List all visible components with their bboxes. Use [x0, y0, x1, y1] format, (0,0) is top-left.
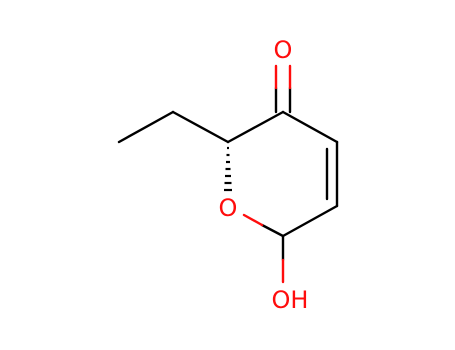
bond-c6-ring-o-red	[242, 213, 264, 227]
bond-c6-ring-o-black	[260, 223, 285, 238]
ring-oxygen-label: O	[219, 194, 238, 222]
bond-c5-c6	[281, 204, 339, 238]
stereo-hashed-wedge-c2-o1	[224, 146, 232, 192]
bond-ethyl-ch2-c2	[171, 110, 230, 144]
carbonyl-oxygen-label: O	[274, 36, 293, 64]
bond-c3-c4	[281, 110, 339, 144]
hydroxyl-label: OH	[272, 286, 309, 314]
bond-ethyl-ch3-ch2	[117, 110, 175, 144]
bond-c2-c3	[226, 110, 285, 144]
